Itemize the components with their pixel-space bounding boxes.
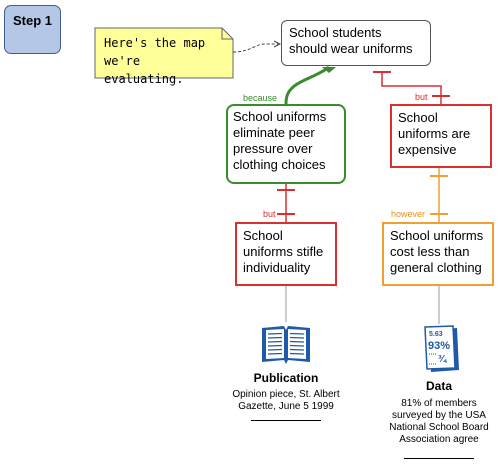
but-label-claim: but: [415, 92, 428, 102]
data-details: 81% of members surveyed by the USA Natio…: [374, 398, 504, 446]
rebuttal-line: cost less than: [390, 244, 470, 259]
step-badge: Step 1: [4, 5, 61, 54]
reason-line: eliminate peer: [233, 125, 315, 140]
publication-line: Opinion piece, St. Albert: [232, 389, 340, 400]
data-sheet-icon: 5.63 93% ¾: [424, 325, 459, 372]
however-label: however: [391, 209, 426, 219]
data-line: 81% of members: [401, 398, 477, 409]
reason-box[interactable]: School uniforms eliminate peer pressure …: [226, 104, 346, 184]
objection-line: expensive: [398, 142, 457, 157]
objection-reason-line: School: [243, 228, 283, 243]
note-shape: [94, 27, 234, 79]
data-rule: [404, 458, 474, 459]
rebuttal-line: School uniforms: [390, 228, 484, 243]
reason-line: clothing choices: [233, 157, 326, 172]
main-claim-box[interactable]: School students should wear uniforms: [281, 20, 431, 66]
objection-line: School: [398, 110, 438, 125]
reason-line: School uniforms: [233, 109, 327, 124]
publication-details: Opinion piece, St. Albert Gazette, June …: [216, 389, 356, 413]
claim-line: should wear uniforms: [289, 41, 413, 56]
note-link: [232, 43, 278, 53]
data-line: National School Board: [389, 422, 489, 433]
objection-box[interactable]: School uniforms are expensive: [390, 104, 492, 168]
because-label: because: [243, 93, 278, 103]
but-label-reason: but: [263, 209, 276, 219]
note-text: Here's the map we're evaluating.: [104, 34, 226, 88]
reason-link: [284, 65, 330, 105]
claim-line: School students: [289, 25, 382, 40]
rebuttal-line: general clothing: [390, 260, 482, 275]
icon-fraction: ¾: [438, 354, 447, 365]
publication-title: Publication: [253, 371, 319, 385]
publication-line: Gazette, June 5 1999: [238, 401, 334, 412]
reason-line: pressure over: [233, 141, 313, 156]
objection-link: [381, 72, 442, 104]
objection-line: uniforms are: [398, 126, 471, 141]
note-line: Here's the map: [104, 36, 206, 50]
icon-number: 5.63: [429, 331, 443, 338]
note-line: we're evaluating.: [104, 54, 184, 86]
data-title: Data: [425, 379, 452, 393]
objection-reason-box[interactable]: School uniforms stifle individuality: [235, 222, 337, 286]
data-line: Association agree: [399, 434, 479, 445]
rebuttal-box[interactable]: School uniforms cost less than general c…: [382, 222, 494, 286]
objection-reason-line: individuality: [243, 260, 311, 275]
icon-percent: 93%: [428, 340, 450, 352]
data-line: surveyed by the USA: [392, 410, 486, 421]
objection-reason-line: uniforms stifle: [243, 244, 324, 259]
publication-rule: [251, 420, 321, 421]
book-icon: [262, 326, 310, 364]
